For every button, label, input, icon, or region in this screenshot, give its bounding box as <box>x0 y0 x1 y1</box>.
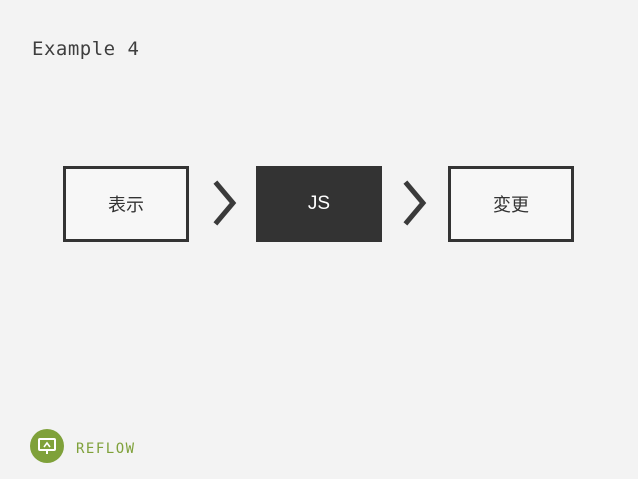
flow-step-label: 表示 <box>108 195 144 216</box>
chevron-right-icon <box>213 180 237 226</box>
presentation-icon <box>38 438 56 454</box>
slide-title: Example 4 <box>32 38 140 60</box>
flow-step-change: 変更 <box>448 166 574 242</box>
flow-step-label: JS <box>307 193 331 214</box>
flow-step-label: 変更 <box>493 195 529 216</box>
chevron-right-icon <box>403 180 427 226</box>
flow-step-display: 表示 <box>63 166 189 242</box>
brand-logo <box>30 429 64 463</box>
flow-step-js: JS <box>256 166 382 242</box>
brand-name: REFLOW <box>76 441 136 457</box>
